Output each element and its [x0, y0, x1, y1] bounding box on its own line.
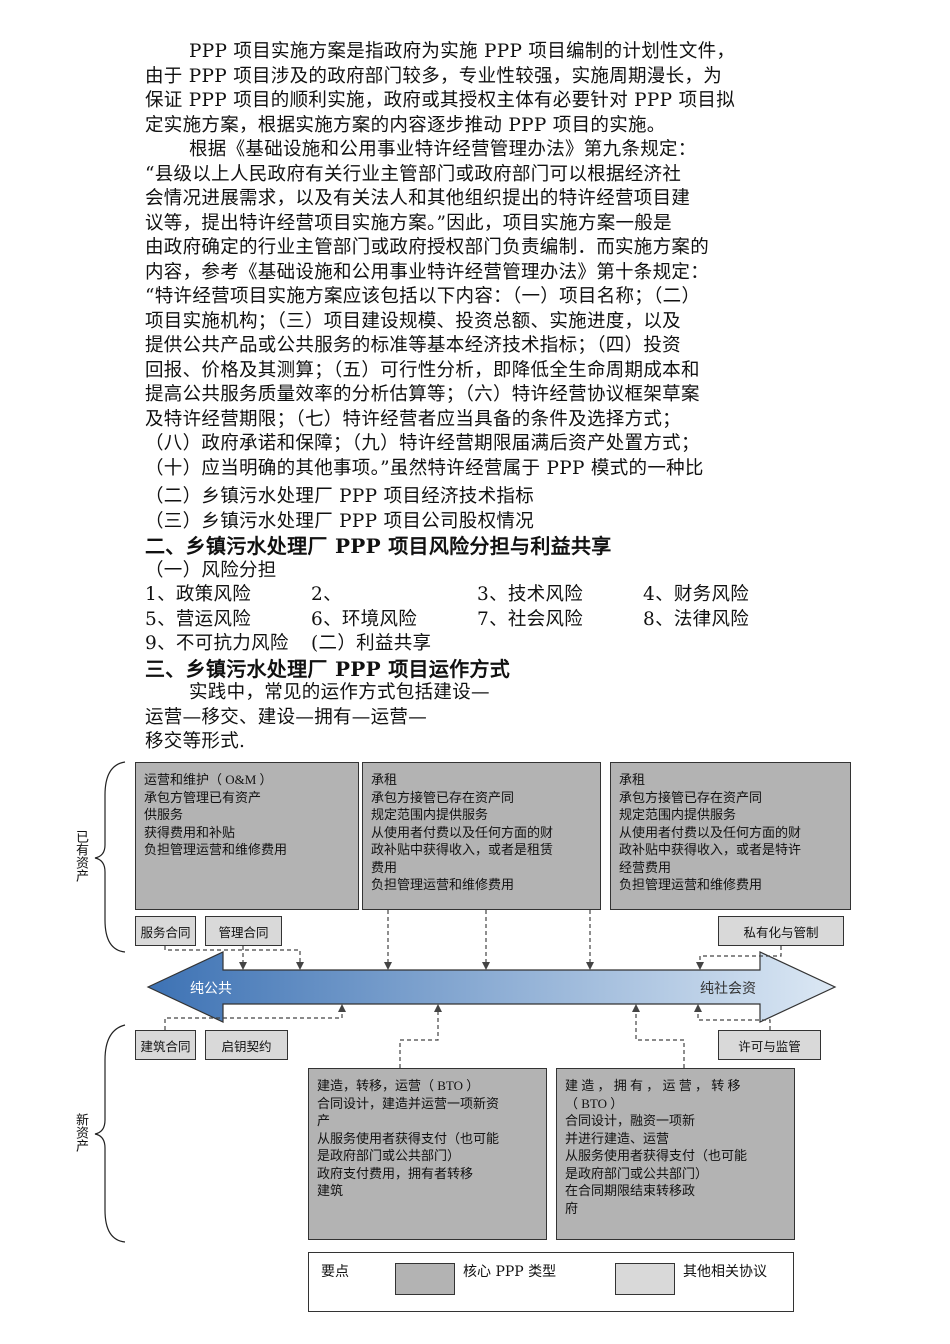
body-line: PPP 项目实施方案是指政府为实施 PPP 项目编制的计划性文件， — [189, 41, 736, 62]
arrow-label-public: 纯公共 — [190, 982, 232, 997]
box-line: 建 造 ， 拥 有 ， 运 营 ， 转 移 — [565, 1078, 741, 1093]
body-line: 1、政策风险 — [145, 584, 252, 605]
core-box-lease-1: 承租承包方接管已存在资产同规定范围内提供服务从使用者付费以及任何方面的财政补贴中… — [362, 762, 601, 910]
tag-service-contract: 服务合同 — [135, 916, 196, 946]
brace-label-existing: 已有资产 — [74, 830, 89, 882]
connector-arrowheads — [239, 962, 704, 1012]
body-line: 4、财务风险 — [643, 584, 750, 605]
tag-construction-contract: 建筑合同 — [135, 1030, 196, 1060]
body-line: （三）乡镇污水处理厂 PPP 项目公司股权情况 — [145, 510, 535, 532]
box-line: 府 — [565, 1200, 579, 1216]
body-line: 提高公共服务质量效率的分析估算等；（六）特许经营协议框架草案 — [145, 384, 700, 405]
tag-license: 许可与监管 — [718, 1030, 821, 1060]
box-line: 运营和维护（ O&M ） — [144, 772, 273, 787]
tag-turnkey: 启钥契约 — [205, 1030, 288, 1060]
body-line: 运营—移交、建设—拥有—运营— — [145, 706, 428, 728]
body-line: 定实施方案，根据实施方案的内容逐步推动 PPP 项目的实施。 — [145, 114, 666, 136]
connector-lines — [164, 910, 782, 1068]
body-line: 保证 PPP 项目的顺利实施，政府或其授权主体有必要针对 PPP 项目拟 — [145, 90, 736, 111]
box-line: 产 — [317, 1113, 331, 1128]
box-line: 负担管理运营和维修费用 — [371, 877, 515, 892]
box-line: 从服务使用者获得支付（也可能 — [317, 1130, 500, 1146]
tag-privatization: 私有化与管制 — [718, 916, 844, 946]
box-line: 承包方接管已存在资产同 — [371, 789, 515, 805]
body-line: 会情况进展需求，以及有关法人和其他组织提出的特许经营项目建 — [145, 188, 691, 209]
core-box-lease-2: 承租承包方接管已存在资产同规定范围内提供服务从使用者付费以及任何方面的财政补贴中… — [610, 762, 851, 910]
legend-title: 要点 — [321, 1264, 349, 1280]
legend-core: 核心 PPP 类型 — [463, 1264, 557, 1280]
box-line: 从服务使用者获得支付（也可能 — [565, 1148, 748, 1163]
core-box-boot: 建 造 ， 拥 有 ， 运 营 ， 转 移 （ BTO ） 合同设计，融资一项新并进… — [556, 1068, 795, 1240]
body-line: 5、营运风险 — [145, 608, 252, 630]
body-line: 二、乡镇污水处理厂 PPP 项目风险分担与利益共享 — [145, 534, 612, 558]
body-line: （八）政府承诺和保障；（九）特许经营期限届满后资产处置方式； — [145, 433, 700, 454]
box-line: 政补贴中获得收入，或者是租赁 — [371, 842, 554, 857]
brace-label-new: 新资产 — [74, 1113, 89, 1152]
body-line: “特许经营项目实施方案应该包括以下内容：（一）项目名称；（二） — [145, 286, 701, 307]
box-line: 政补贴中获得收入，或者是特许 — [619, 842, 802, 857]
body-line: 内容，参考《基础设施和公用事业特许经营管理办法》第十条规定： — [145, 261, 710, 283]
box-line: 从使用者付费以及任何方面的财 — [619, 824, 802, 840]
body-line: （二）乡镇污水处理厂 PPP 项目经济技术指标 — [145, 486, 535, 507]
core-box-bto: 建造，转移，运营（ BTO ） 合同设计，建造并运营一项新资产从服务使用者获得支付… — [308, 1068, 547, 1240]
box-line: 合同设计，建造并运营一项新资 — [317, 1095, 500, 1111]
body-line: 8、法律风险 — [643, 608, 750, 630]
tag-management-contract: 管理合同 — [205, 916, 282, 946]
body-line: 7、社会风险 — [477, 608, 584, 630]
body-line: 提供公共产品或公共服务的标准等基本经济技术指标；（四）投资 — [145, 335, 681, 356]
box-line: 承包方管理已有资产 — [144, 789, 262, 805]
legend-other: 其他相关协议 — [683, 1264, 767, 1280]
box-line: 是政府部门或公共部门） — [317, 1148, 461, 1163]
box-line: （ BTO ） — [565, 1095, 624, 1111]
body-line: 根据《基础设施和公用事业特许经营管理办法》第九条规定： — [189, 139, 697, 160]
body-line: 由于 PPP 项目涉及的政府部门较多，专业性较强，实施周期漫长，为 — [145, 65, 723, 87]
box-line: 费用 — [371, 859, 398, 875]
legend: 要点 核心 PPP 类型 其他相关协议 — [308, 1252, 794, 1312]
body-line: 回报、价格及其测算；（五）可行性分析，即降低全生命周期成本和 — [145, 359, 700, 381]
box-line: 供服务 — [144, 807, 184, 822]
box-line: 经营费用 — [619, 859, 672, 875]
box-line: 规定范围内提供服务 — [371, 807, 489, 822]
body-line: 3、技术风险 — [477, 584, 584, 605]
body-line: 移交等形式. — [145, 731, 246, 752]
arrow-label-private: 纯社会资 — [700, 982, 756, 997]
brace-existing — [94, 761, 126, 953]
body-line: (二）利益共享 — [311, 633, 432, 654]
box-line: 获得费用和补贴 — [144, 824, 236, 840]
box-line: 并进行建造、运营 — [565, 1130, 670, 1146]
body-line: 项目实施机构；（三）项目建设规模、投资总额、实施进度，以及 — [145, 310, 681, 332]
body-line: 6、环境风险 — [311, 608, 418, 630]
body-line: 由政府确定的行业主管部门或政府授权部门负责编制．而实施方案的 — [145, 237, 710, 258]
body-line: （十）应当明确的其他事项。”虽然特许经营属于 PPP 模式的一种比 — [145, 457, 704, 479]
box-line: 负担管理运营和维修费用 — [619, 877, 763, 892]
body-line: 2、 — [311, 584, 342, 605]
body-line: 9、不可抗力风险 — [145, 633, 289, 654]
box-line: 从使用者付费以及任何方面的财 — [371, 824, 554, 840]
box-line: 承租 — [619, 772, 646, 787]
box-line: 政府支付费用，拥有者转移 — [317, 1165, 474, 1181]
legend-swatch-core — [395, 1263, 455, 1295]
box-line: 是政府部门或公共部门） — [565, 1165, 709, 1181]
body-line: 议等，提出特许经营项目实施方案。”因此，项目实施方案一般是 — [145, 212, 672, 234]
box-line: 建造，转移，运营（ BTO ） — [317, 1078, 480, 1093]
body-line: 三、乡镇污水处理厂 PPP 项目运作方式 — [145, 656, 511, 681]
body-line: “县级以上人民政府有关行业主管部门或政府部门可以根据经济社 — [145, 163, 682, 185]
box-line: 承包方接管已存在资产同 — [619, 789, 763, 805]
body-line: （一）风险分担 — [145, 559, 277, 581]
legend-swatch-other — [615, 1263, 675, 1295]
box-line: 规定范围内提供服务 — [619, 807, 737, 822]
brace-new — [94, 1024, 126, 1243]
core-box-om: 运营和维护（ O&M ） 承包方管理已有资产供服务获得费用和补贴负担管理运营和维修… — [135, 762, 359, 910]
box-line: 负担管理运营和维修费用 — [144, 842, 288, 857]
box-line: 合同设计，融资一项新 — [565, 1113, 696, 1128]
body-line: 实践中，常见的运作方式包括建设— — [189, 682, 490, 703]
body-line: 及特许经营期限；（七）特许经营者应当具备的条件及选择方式； — [145, 408, 681, 430]
box-line: 在合同期限结束转移政 — [565, 1183, 696, 1198]
box-line: 建筑 — [317, 1183, 344, 1198]
box-line: 承租 — [371, 772, 398, 787]
spectrum-arrow — [146, 951, 837, 1023]
